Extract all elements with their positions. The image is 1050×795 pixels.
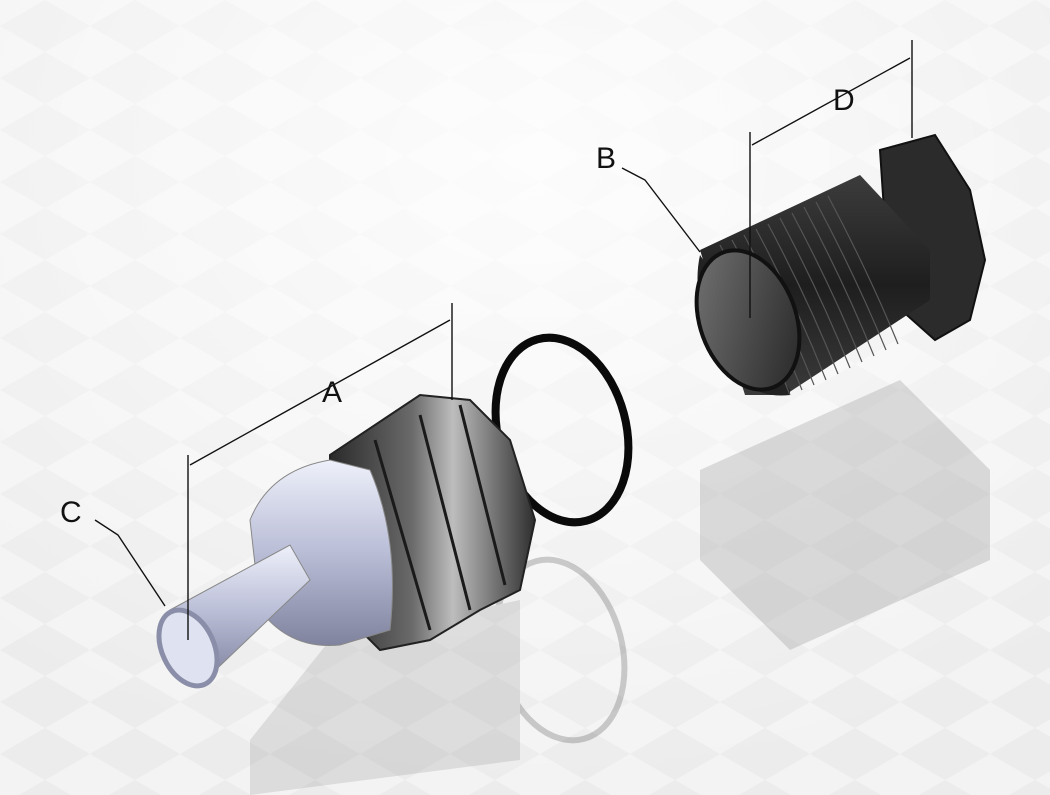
- barb-tube-end: [156, 607, 220, 689]
- adapter-bore: [694, 248, 802, 392]
- dimension-label-a: A: [322, 376, 342, 409]
- leader-label-c: C: [60, 496, 82, 529]
- dimension-label-d: D: [833, 84, 855, 117]
- threaded-adapter: [694, 133, 987, 396]
- floor-reflections: [250, 380, 990, 795]
- leader-label-b: B: [596, 142, 616, 175]
- hose-barb-fitting: [156, 393, 537, 689]
- dimension-lines: [94, 40, 913, 640]
